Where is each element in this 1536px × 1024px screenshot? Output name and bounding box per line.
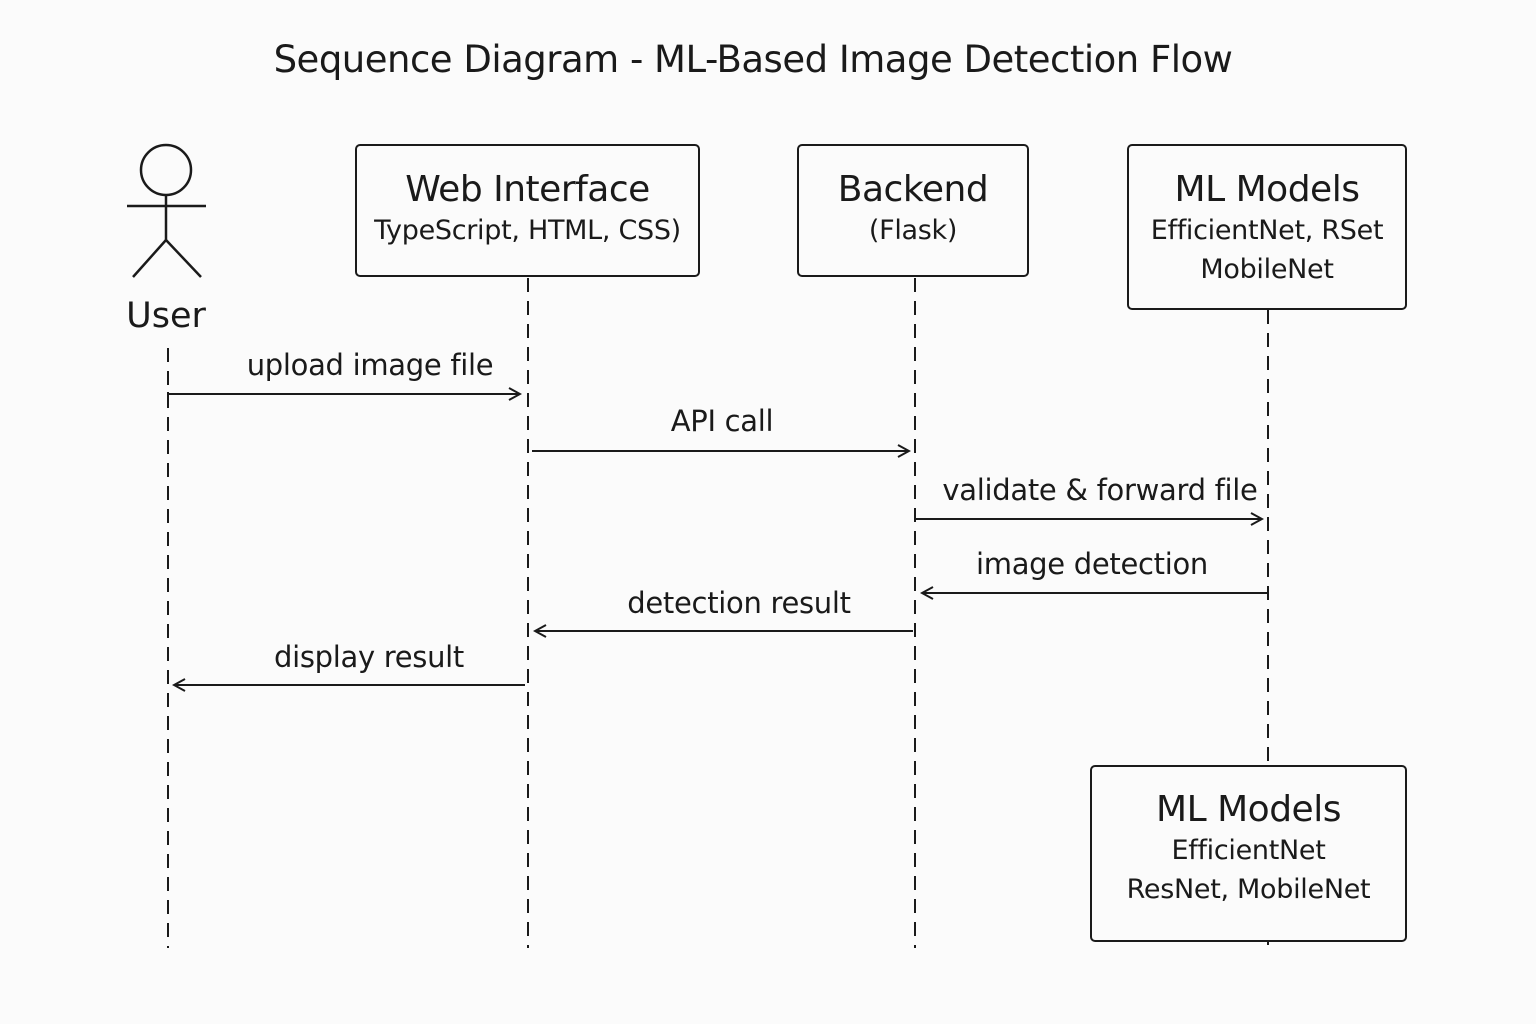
message-label-display-result: display result (273, 640, 465, 674)
participant-tech: MobileNet (1200, 254, 1334, 285)
participant-name: ML Models (1174, 169, 1360, 210)
message-label-upload: upload image file (246, 348, 494, 382)
participant-tech: EfficientNet, RSet (1150, 215, 1384, 246)
participant-tech: EfficientNet (1171, 835, 1326, 866)
actor-label-user: User (126, 296, 206, 336)
participant-name: Backend (837, 169, 989, 210)
message-label-api-call: API call (670, 404, 774, 438)
message-label-image-detection: image detection (975, 547, 1208, 581)
arrow-upload-image-file (167, 392, 520, 394)
participant-backend: Backend (Flask) (797, 144, 1029, 277)
participant-ml-models-footer: ML Models EfficientNet ResNet, MobileNet (1090, 765, 1407, 942)
user-actor-icon (127, 143, 206, 278)
participant-tech: ResNet, MobileNet (1126, 874, 1371, 905)
participant-tech: (Flask) (868, 215, 958, 246)
message-label-validate: validate & forward file (942, 473, 1258, 507)
participant-name: ML Models (1156, 789, 1341, 830)
participant-tech: TypeScript, HTML, CSS) (374, 215, 681, 246)
message-label-detection-result: detection result (627, 586, 851, 620)
participant-ml-models: ML Models EfficientNet, RSet MobileNet (1127, 144, 1407, 310)
diagram-title: Sequence Diagram - ML-Based Image Detect… (273, 38, 1233, 81)
participant-name: Web Interface (405, 169, 650, 210)
participant-web-interface: Web Interface TypeScript, HTML, CSS) (355, 144, 700, 277)
